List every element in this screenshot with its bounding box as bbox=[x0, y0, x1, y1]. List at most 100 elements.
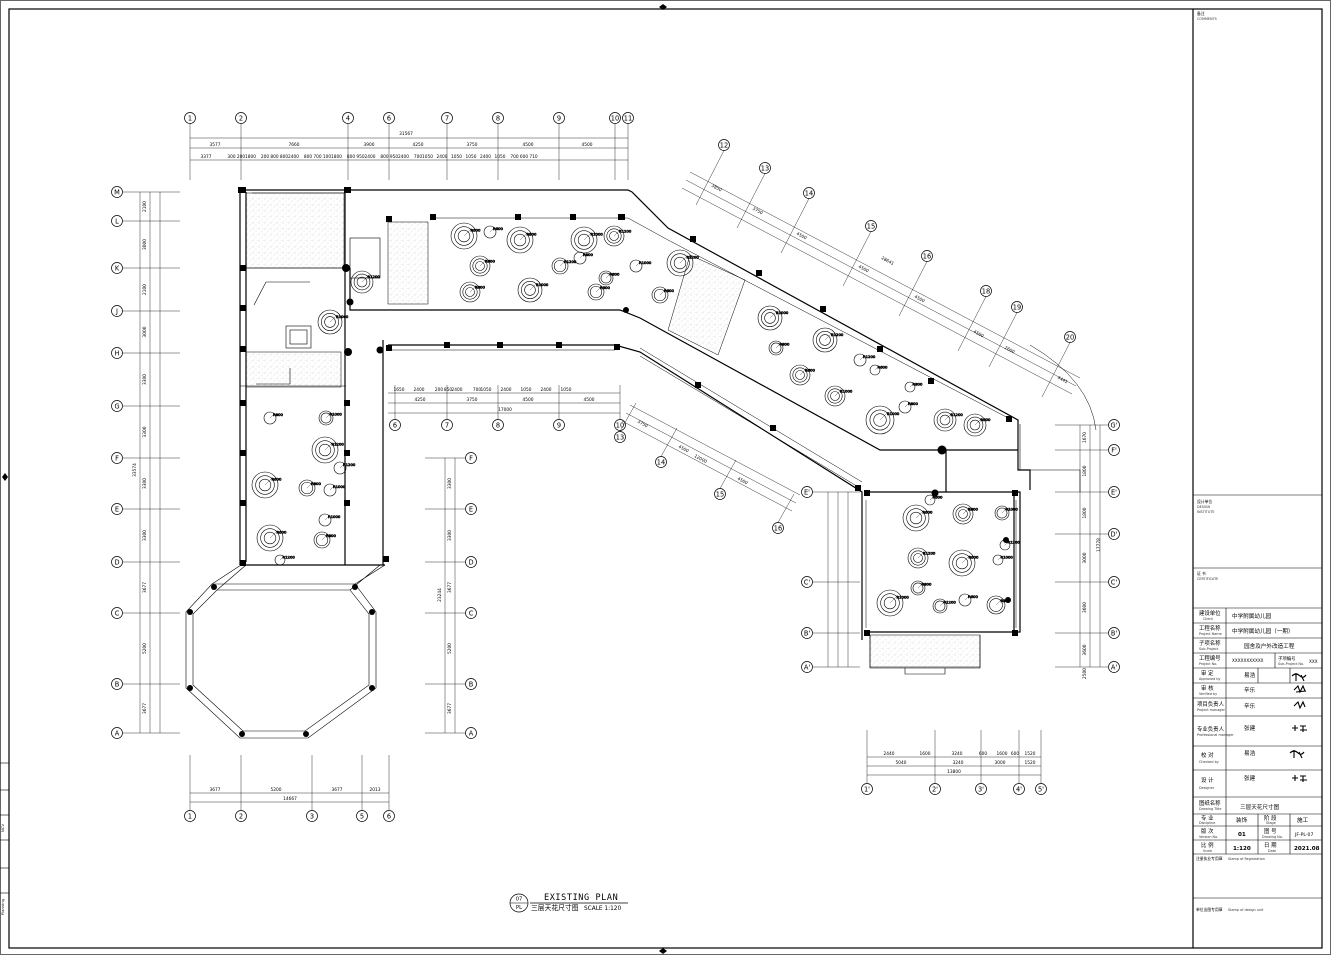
dim-top-r2: 700 bbox=[510, 154, 518, 160]
ceiling-light: R600 bbox=[256, 524, 287, 552]
light-size-label: R600 bbox=[485, 259, 495, 264]
dim-mid-col: 5200 bbox=[447, 643, 453, 654]
svg-text:C': C' bbox=[1111, 578, 1118, 586]
light-size-label: R600 bbox=[878, 364, 888, 369]
title-block bbox=[1192, 9, 1322, 948]
ceiling-light: R800 bbox=[298, 479, 322, 497]
dtitle-value: 三层天花尺寸图 bbox=[1240, 803, 1280, 811]
subprojno-label-en: Sub-Project No. bbox=[1278, 662, 1304, 666]
ceiling-light: R600 bbox=[789, 364, 816, 386]
dim-top-r2: 2400 bbox=[365, 154, 376, 160]
axis-right-C': C' bbox=[1108, 576, 1120, 588]
left-strip: NCV Planning bbox=[0, 762, 9, 915]
svg-text:13: 13 bbox=[761, 164, 769, 172]
stage-value: 施工 bbox=[1297, 816, 1309, 824]
light-size-label: R800 bbox=[913, 381, 923, 386]
light-size-label: R1200 bbox=[951, 412, 964, 417]
dim-rightbot-r1: 600 bbox=[979, 751, 987, 757]
ceiling-light: R1200 bbox=[551, 257, 577, 275]
dim-right-col: 1800 bbox=[1082, 507, 1088, 518]
balcony-area bbox=[869, 634, 981, 668]
svg-text:A: A bbox=[469, 729, 474, 737]
svg-text:1: 1 bbox=[188, 114, 192, 122]
design-unit-en1: DESIGN bbox=[1197, 505, 1211, 509]
axis-left-E: E bbox=[111, 503, 123, 515]
svg-text:1': 1' bbox=[864, 785, 870, 793]
axis-right-A': A' bbox=[1108, 661, 1120, 673]
light-size-label: R1200 bbox=[944, 600, 957, 605]
dim-top-r2: 200 bbox=[237, 154, 245, 160]
designer-label: 设 计 bbox=[1201, 776, 1214, 784]
axis-right-E': E' bbox=[1108, 486, 1120, 498]
dim-top-r2: 800 bbox=[304, 154, 312, 160]
ceiling-light: R800 bbox=[768, 340, 790, 356]
dim-rightbot-r1: 1600 bbox=[920, 751, 931, 757]
svg-text:A': A' bbox=[804, 663, 811, 671]
ceiling-light: R1200 bbox=[932, 598, 957, 614]
light-size-label: R600 bbox=[272, 476, 282, 481]
svg-text:15: 15 bbox=[716, 490, 724, 498]
axis-diag-19: 19 bbox=[1011, 301, 1023, 313]
light-size-label: R1000 bbox=[336, 314, 349, 319]
svg-text:D': D' bbox=[1111, 530, 1118, 538]
axis-mid-B: B bbox=[465, 678, 477, 690]
dim-bottom-row: 3677 bbox=[210, 787, 221, 793]
axis-left-F: F bbox=[111, 452, 123, 464]
ceiling-light: R1000 bbox=[629, 260, 652, 273]
ceiling-light: R600 bbox=[469, 255, 496, 277]
svg-text:J: J bbox=[115, 307, 118, 315]
svg-text:C: C bbox=[115, 609, 120, 617]
dim-bottom-row: 5200 bbox=[271, 787, 282, 793]
dim-rightbot-total: 13800 bbox=[947, 769, 961, 775]
dim-diag-row: 3750 bbox=[751, 206, 764, 217]
prof-label-en: Professional manager bbox=[1197, 733, 1234, 737]
ceiling-light: R1000 bbox=[517, 277, 549, 303]
light-size-label: R800 bbox=[922, 582, 932, 587]
date-label: 日 期 bbox=[1264, 842, 1277, 849]
stage-label: 阶 段 bbox=[1264, 814, 1277, 822]
light-size-label: R1000 bbox=[333, 484, 346, 489]
toilet-area-2 bbox=[245, 351, 342, 388]
axis-mid-E: E bbox=[465, 503, 477, 515]
svg-text:2: 2 bbox=[239, 114, 243, 122]
light-size-label: R1200 bbox=[923, 551, 936, 556]
designer-label-en: Designer bbox=[1199, 786, 1215, 790]
axis-bottom-2: 2 bbox=[235, 810, 247, 822]
version-value: 01 bbox=[1238, 832, 1246, 838]
dim-top-r2: 3377 bbox=[201, 154, 212, 160]
light-size-label: R1000 bbox=[1001, 554, 1014, 559]
dim-right-total: 17778 bbox=[1096, 538, 1102, 552]
light-size-label: R600 bbox=[471, 227, 481, 232]
drawno-value: JF-PL-07 bbox=[1294, 832, 1313, 838]
ceiling-light: R800 bbox=[598, 270, 620, 286]
axis-bottom-1: 1 bbox=[184, 810, 196, 822]
axis-diaglow-16: 16 bbox=[772, 522, 784, 534]
svg-text:20: 20 bbox=[1066, 333, 1074, 341]
title-block-text: 备注 COMMENTS 设计单位 DESIGN INSTITUTE 证 书 CE… bbox=[1196, 11, 1320, 912]
subproject-label: 子项名称 bbox=[1199, 639, 1221, 647]
ceiling-light: R600 bbox=[924, 494, 943, 506]
scale-label-en: Scale bbox=[1203, 849, 1212, 853]
dim-top-r2: 2400 bbox=[480, 154, 491, 160]
axis-left-J: J bbox=[111, 305, 123, 317]
dim-left-col: 3300 bbox=[142, 530, 148, 541]
stage-label-en: Stage bbox=[1266, 821, 1276, 825]
dim-midrow-bot: 4500 bbox=[584, 397, 595, 403]
dim-top-r2: 2400 bbox=[437, 154, 448, 160]
svg-text:4': 4' bbox=[1016, 785, 1022, 793]
light-size-label: R1000 bbox=[328, 514, 341, 519]
svg-text:3: 3 bbox=[310, 812, 314, 820]
projno-label-en: Project No. bbox=[1199, 662, 1217, 666]
dim-top-r2: 1050 bbox=[451, 154, 462, 160]
ceiling-light: R1000 bbox=[318, 514, 341, 527]
svg-text:B: B bbox=[469, 680, 474, 688]
axis-rightbot-2': 2' bbox=[929, 783, 941, 795]
dim-top-r2: 800 bbox=[380, 154, 388, 160]
axis-rightin-E': E' bbox=[801, 486, 813, 498]
dim-top-r2: 1800 bbox=[331, 154, 342, 160]
cert-label-en: CERTIFICATE bbox=[1197, 577, 1218, 581]
projno-label: 工程编号 bbox=[1199, 654, 1221, 662]
